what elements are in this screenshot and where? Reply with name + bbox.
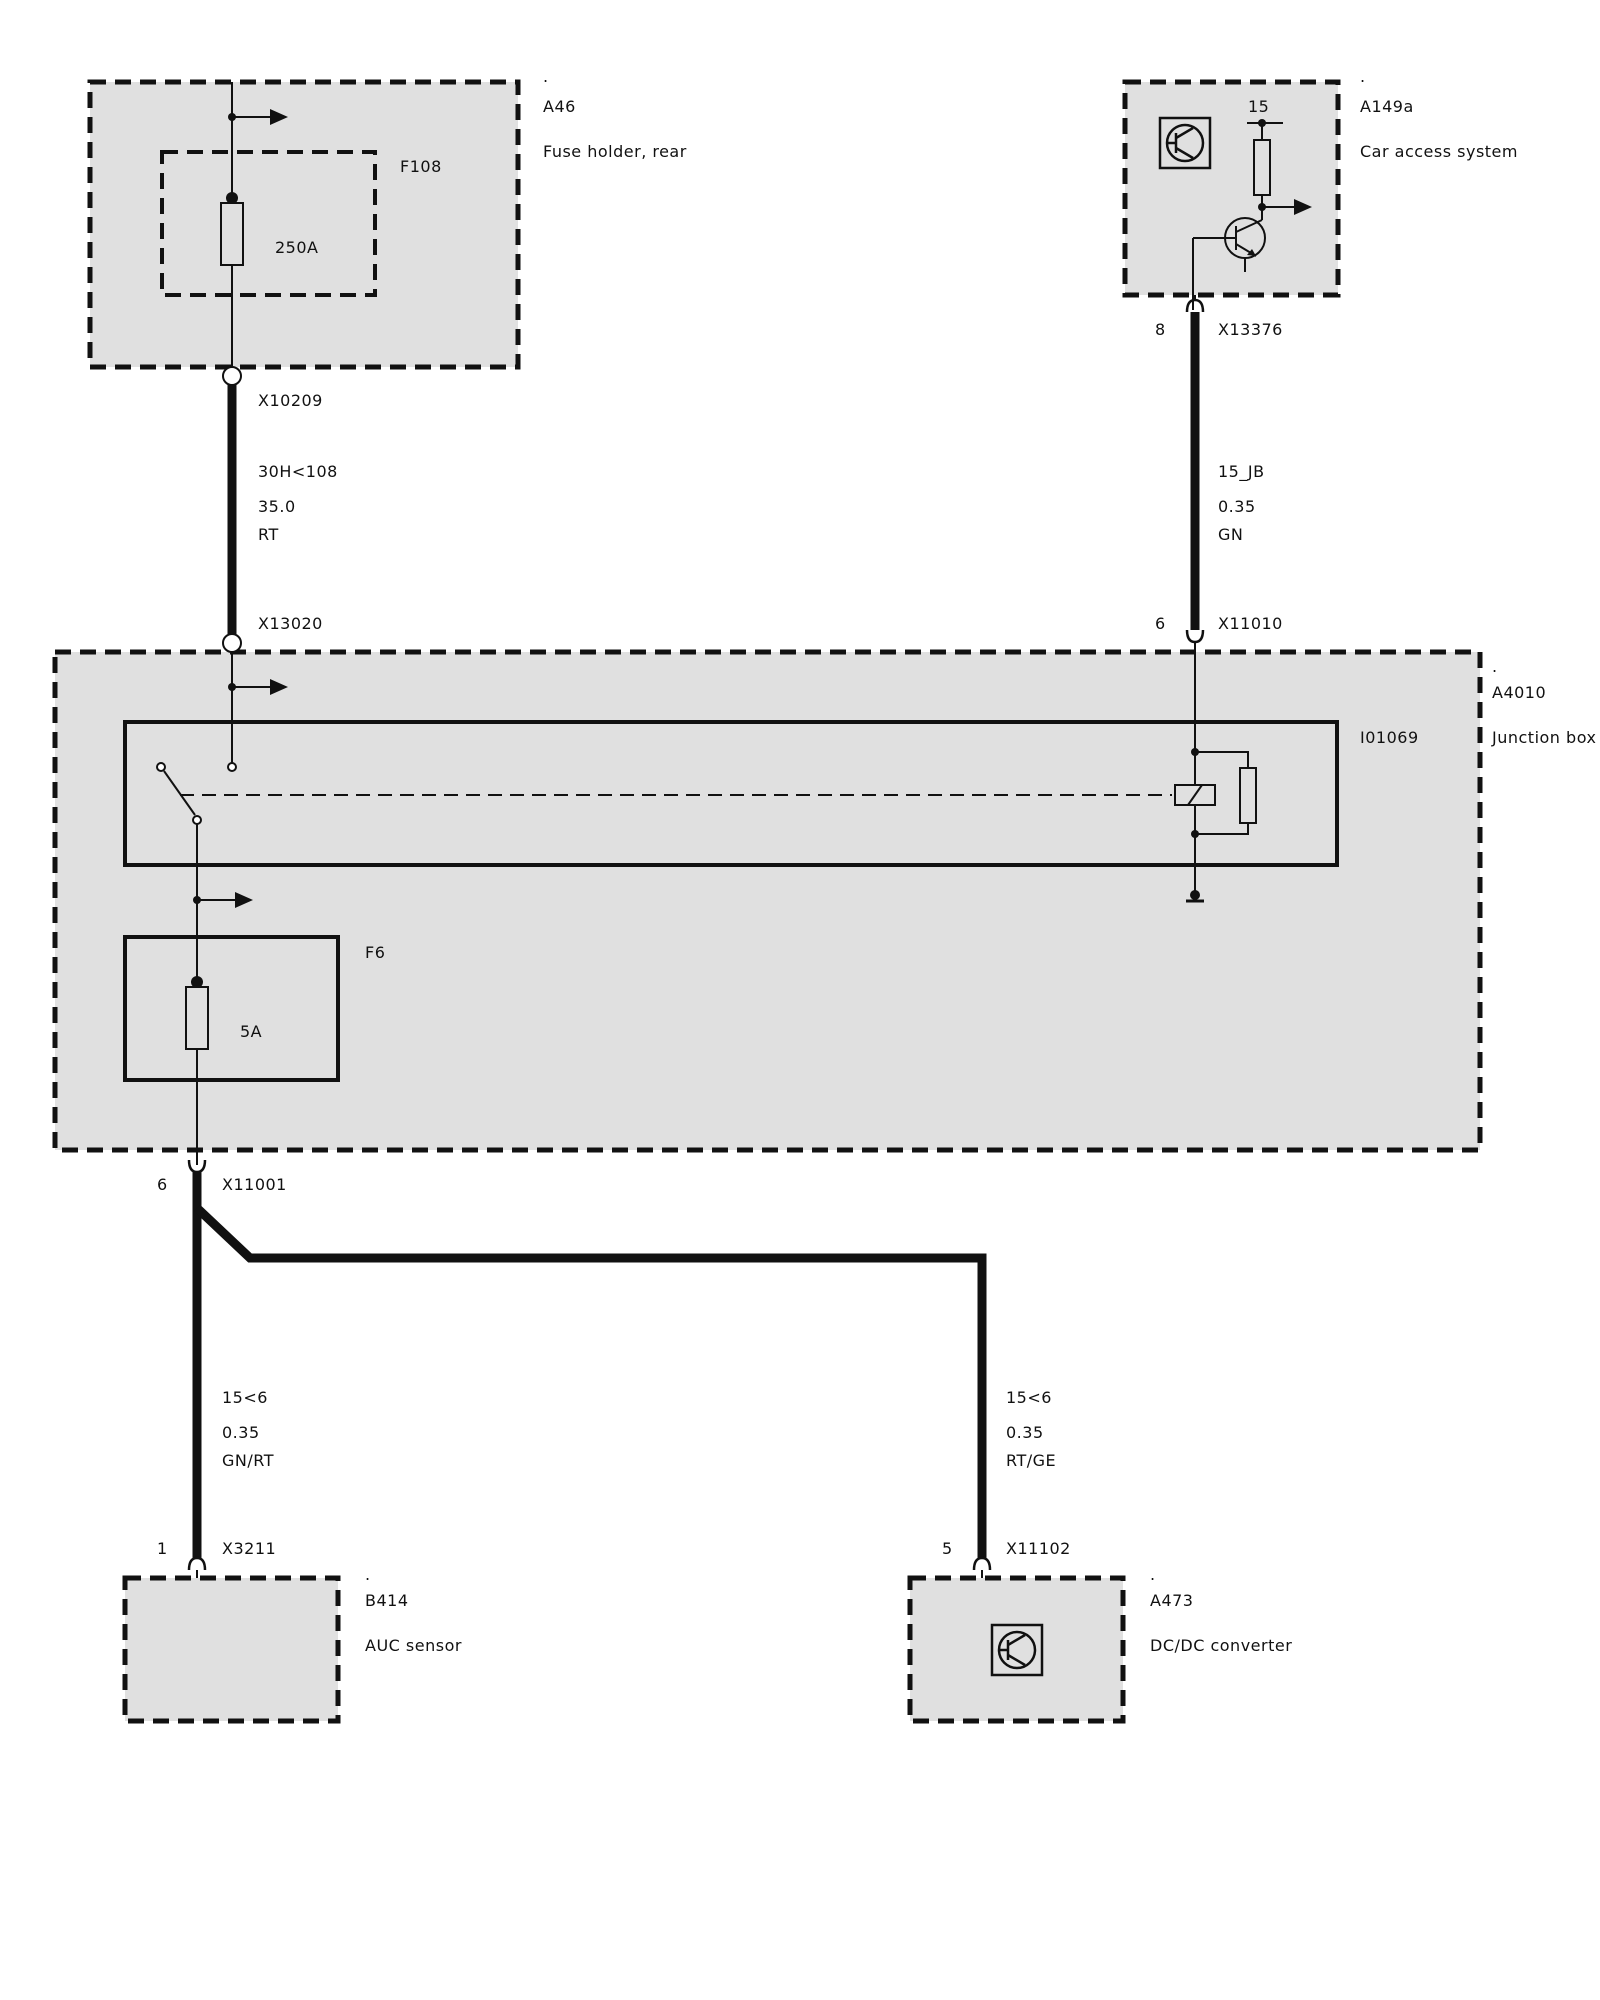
a4010-feed-arrow-icon bbox=[270, 679, 288, 695]
a473-box bbox=[907, 1575, 1126, 1724]
a46-box bbox=[87, 79, 521, 370]
x13376-pin: 8 bbox=[1155, 320, 1166, 339]
f108-rating: 250A bbox=[275, 238, 318, 257]
f108-fuse-terminal-dot bbox=[226, 192, 238, 204]
wire-gnrt-size: 0.35 bbox=[222, 1423, 260, 1442]
relay-coil-slash bbox=[1187, 784, 1203, 806]
f6-fuse-terminal-dot bbox=[191, 976, 203, 988]
x11102-label: X11102 bbox=[1006, 1539, 1071, 1558]
a46-label: A46 bbox=[543, 97, 576, 116]
x13376-connector-icon bbox=[1185, 298, 1205, 313]
wire-rtge-signal: 15<6 bbox=[1006, 1388, 1052, 1407]
a149a-dot: . bbox=[1360, 67, 1366, 86]
f6-fuse-icon bbox=[185, 986, 209, 1050]
a149a-box bbox=[1122, 79, 1341, 298]
wire-gnrt-signal: 15<6 bbox=[222, 1388, 268, 1407]
x11102-pin: 5 bbox=[942, 1539, 953, 1558]
a46-branch-arrow-icon bbox=[270, 109, 288, 125]
f108-box bbox=[160, 150, 377, 297]
x13020-label: X13020 bbox=[258, 614, 323, 633]
wire-15jb-signal: 15_JB bbox=[1218, 462, 1265, 482]
relay-contact-fixed bbox=[227, 762, 237, 772]
component-a4010[interactable]: I01069 5A F6 . A40 bbox=[52, 643, 1596, 1165]
a149a-transistor-icon bbox=[1158, 116, 1212, 170]
b414-box bbox=[122, 1575, 341, 1724]
i01069-relay-box bbox=[123, 720, 1339, 867]
a473-label: A473 bbox=[1150, 1591, 1193, 1610]
wire-gnrt[interactable]: 15<6 0.35 GN/RT 1 X3211 bbox=[157, 1388, 276, 1578]
a473-transistor-icon bbox=[990, 1623, 1044, 1677]
wire-gnrt-color: GN/RT bbox=[222, 1451, 274, 1470]
a149a-output-arrow-icon bbox=[1294, 199, 1312, 215]
x11010-label: X11010 bbox=[1218, 614, 1283, 633]
a149a-label: A149a bbox=[1360, 97, 1414, 116]
a4010-label: A4010 bbox=[1492, 683, 1546, 702]
x3211-connector-icon bbox=[187, 1556, 207, 1571]
a46-name: Fuse holder, rear bbox=[543, 142, 687, 161]
wire-30h[interactable]: X10209 30H<108 35.0 RT X13020 bbox=[222, 366, 338, 653]
x10209-connector-icon bbox=[222, 366, 242, 386]
b414-label: B414 bbox=[365, 1591, 409, 1610]
f6-label: F6 bbox=[365, 943, 385, 962]
x3211-pin: 1 bbox=[157, 1539, 168, 1558]
b414-dot: . bbox=[365, 1565, 371, 1584]
wire-rtge-line bbox=[193, 1204, 987, 1558]
wire-15jb-color: GN bbox=[1218, 525, 1243, 544]
a4010-box bbox=[52, 649, 1483, 1153]
wire-rtge-color: RT/GE bbox=[1006, 1451, 1056, 1470]
x11102-connector-icon bbox=[972, 1556, 992, 1571]
a46-dot: . bbox=[543, 67, 549, 86]
wire-30h-signal: 30H<108 bbox=[258, 462, 338, 481]
f6-box bbox=[123, 935, 340, 1082]
a4010-dot: . bbox=[1492, 657, 1498, 676]
relay-suppressor-resistor-icon bbox=[1239, 767, 1257, 824]
wire-rtge-size: 0.35 bbox=[1006, 1423, 1044, 1442]
x11001-pin: 6 bbox=[157, 1175, 168, 1194]
x11010-connector-icon bbox=[1185, 629, 1205, 644]
x3211-label: X3211 bbox=[222, 1539, 276, 1558]
f6-rating: 5A bbox=[240, 1022, 262, 1041]
a149a-terminal-15: 15 bbox=[1248, 97, 1269, 116]
x11001-label: X11001 bbox=[222, 1175, 287, 1194]
component-a473[interactable]: . A473 DC/DC converter bbox=[907, 1565, 1292, 1724]
wire-30h-size: 35.0 bbox=[258, 497, 296, 516]
wire-rtge[interactable]: 15<6 0.35 RT/GE 5 X11102 bbox=[942, 1388, 1071, 1578]
relay-coil-ground-dot bbox=[1190, 890, 1200, 900]
component-a46[interactable]: 250A F108 . A46 Fuse holder, rear bbox=[87, 67, 687, 370]
x11010-pin: 6 bbox=[1155, 614, 1166, 633]
a149a-name: Car access system bbox=[1360, 142, 1518, 161]
a473-dot: . bbox=[1150, 1565, 1156, 1584]
wire-15jb-size: 0.35 bbox=[1218, 497, 1256, 516]
wire-15-6-harness[interactable]: 6 X11001 bbox=[157, 1159, 987, 1558]
f108-label: F108 bbox=[400, 157, 442, 176]
a473-name: DC/DC converter bbox=[1150, 1636, 1292, 1655]
a4010-name: Junction box bbox=[1491, 728, 1596, 747]
x10209-label: X10209 bbox=[258, 391, 323, 410]
a4010-output-arrow-icon bbox=[235, 892, 253, 908]
wire-30h-color: RT bbox=[258, 525, 279, 544]
component-a149a[interactable]: 15 . A149a Car access system bbox=[1122, 67, 1518, 310]
f108-fuse-icon bbox=[220, 202, 244, 266]
i01069-label: I01069 bbox=[1360, 728, 1419, 747]
wire-15jb[interactable]: 8 X13376 15_JB 0.35 GN 6 X11010 bbox=[1155, 295, 1283, 644]
b414-name: AUC sensor bbox=[365, 1636, 462, 1655]
a149a-driver-transistor-icon bbox=[1192, 217, 1266, 310]
x13020-connector-icon bbox=[222, 633, 242, 653]
x13376-label: X13376 bbox=[1218, 320, 1283, 339]
component-b414[interactable]: . B414 AUC sensor bbox=[122, 1565, 462, 1724]
